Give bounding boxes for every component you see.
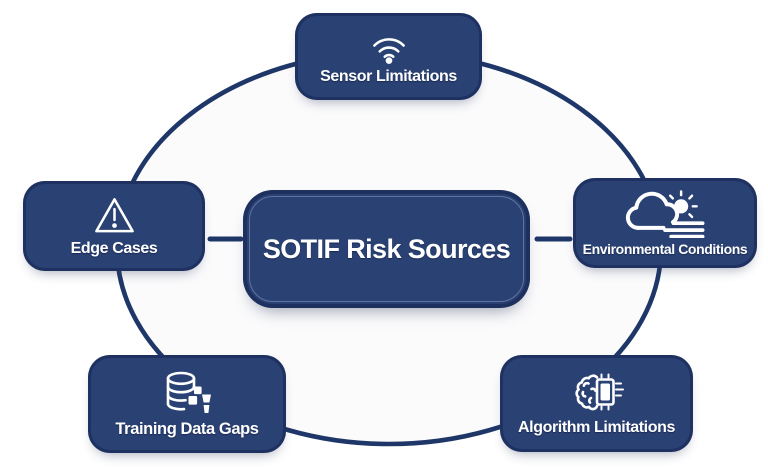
brain-chip-icon: [570, 370, 624, 416]
node-environmental-conditions: Environmental Conditions: [573, 178, 757, 268]
node-label: Environmental Conditions: [582, 240, 748, 257]
node-edge-cases: Edge Cases: [23, 181, 205, 271]
wifi-icon: [365, 28, 413, 65]
node-label: Algorithm Limitations: [518, 419, 675, 437]
diagram-title: SOTIF Risk Sources: [262, 233, 511, 264]
warning-triangle-icon: [91, 194, 138, 237]
database-icon: [162, 370, 212, 417]
node-label: Sensor Limitations: [320, 67, 457, 85]
cloud-sun-fog-icon: [622, 189, 708, 238]
node-algorithm-limitations: Algorithm Limitations: [500, 355, 693, 452]
node-training-data-gaps: Training Data Gaps: [88, 355, 286, 453]
node-sotif-risk-sources-hub: SOTIF Risk Sources: [243, 190, 530, 308]
node-sensor-limitations: Sensor Limitations: [295, 13, 482, 100]
node-label: Edge Cases: [70, 240, 158, 258]
node-label: Training Data Gaps: [115, 419, 259, 438]
